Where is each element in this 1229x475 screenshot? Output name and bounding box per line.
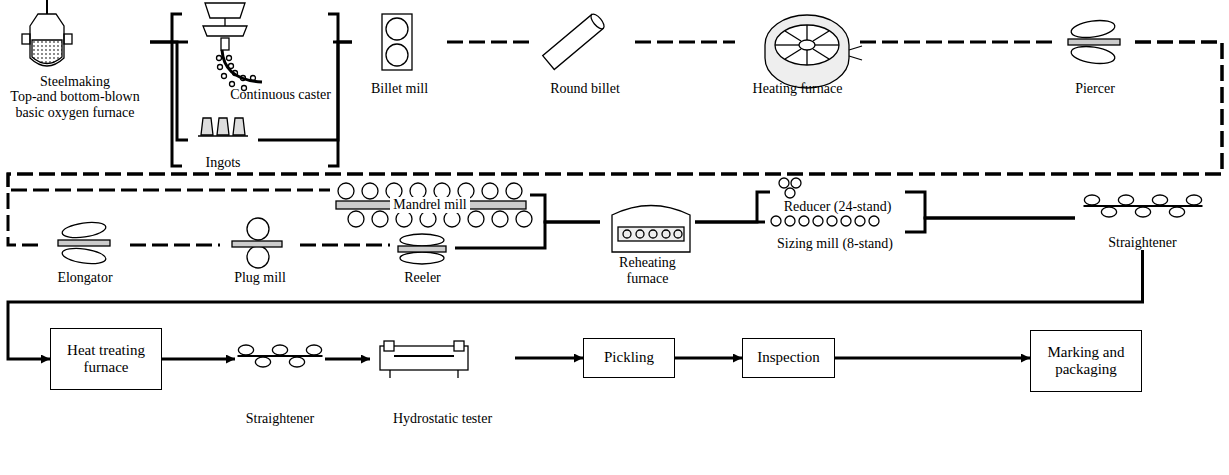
process-stage: Straightener xyxy=(1075,192,1210,250)
flow-line xyxy=(150,42,188,140)
process-stage: SteelmakingTop-and bottom-blown basic ox… xyxy=(0,2,150,120)
flow-line xyxy=(325,358,370,361)
straightener-rolls xyxy=(1084,195,1203,217)
stage-caption: Hydrostatic tester xyxy=(393,411,492,426)
stage-caption: Reeler xyxy=(404,270,441,285)
stage-caption: Round billet xyxy=(550,81,620,96)
process-box: Pickling xyxy=(583,338,675,378)
reeler-rolls xyxy=(398,234,446,264)
process-stage: Continuous caster xyxy=(188,0,333,102)
flow-line xyxy=(835,357,1030,360)
flow-line xyxy=(455,222,600,248)
process-stage: Sizing mill (8-stand) xyxy=(765,213,905,251)
flow-line xyxy=(905,218,1075,232)
flow-line xyxy=(860,41,1055,44)
flow-line xyxy=(905,192,1075,218)
stage-caption: Straightener xyxy=(1108,235,1176,250)
process-stage: Piercer xyxy=(1055,10,1135,96)
flow-line xyxy=(695,192,770,222)
billet-mill xyxy=(382,14,412,70)
process-stage: Hydrostatic tester xyxy=(370,330,515,426)
flow-line xyxy=(300,244,390,247)
flow-line xyxy=(8,250,1143,359)
process-stage: Plug mill xyxy=(220,215,300,285)
stage-caption: Reheating furnace xyxy=(602,255,693,286)
elongator-rolls xyxy=(58,220,110,266)
flow-line xyxy=(695,221,765,224)
process-stage: Reeler xyxy=(390,232,455,285)
flow-line xyxy=(635,41,735,44)
process-box: Inspection xyxy=(742,338,835,378)
piercer-rolls xyxy=(1068,18,1120,66)
process-stage: Reducer (24-stand) xyxy=(770,176,905,214)
stage-caption: Mandrel mill xyxy=(390,197,470,212)
flow-line xyxy=(8,42,1222,190)
flow-line xyxy=(447,41,535,44)
flow-line xyxy=(162,358,235,361)
flow-line xyxy=(8,42,1222,245)
straightener-rolls xyxy=(238,345,323,367)
reducer-rolls xyxy=(779,178,801,198)
process-stage: Elongator xyxy=(40,215,130,285)
process-stage: Billet mill xyxy=(352,10,447,96)
process-stage: Mandrel mill xyxy=(330,180,530,230)
process-box: Marking and packaging xyxy=(1030,330,1142,392)
process-stage: Straightener xyxy=(235,330,325,426)
stage-caption: Sizing mill (8-stand) xyxy=(777,236,893,251)
oxygen-furnace xyxy=(22,0,72,66)
stage-caption: Reducer (24-stand) xyxy=(784,199,892,214)
box-label: Marking and packaging xyxy=(1037,344,1135,379)
stage-caption: Heating furnace xyxy=(753,81,843,96)
box-label: Pickling xyxy=(604,349,654,366)
hydrostatic-tester xyxy=(380,341,468,378)
billet-illustration xyxy=(543,12,607,69)
reheating-furnace xyxy=(612,206,690,253)
stage-caption: Continuous caster xyxy=(230,87,331,102)
flow-line xyxy=(530,195,600,222)
flow-line xyxy=(675,357,742,360)
process-stage: Ingots xyxy=(188,112,258,170)
process-stage: Reheating furnace xyxy=(600,200,695,286)
process-box: Heat treating furnace xyxy=(50,328,162,390)
stage-caption: Elongator xyxy=(57,270,112,285)
ingot-moulds xyxy=(198,118,248,136)
sizing-mill-rolls xyxy=(771,216,879,226)
process-stage: Round billet xyxy=(535,10,635,96)
box-label: Heat treating furnace xyxy=(57,342,155,377)
flow-line xyxy=(130,244,220,247)
stage-caption: Billet mill xyxy=(371,81,428,96)
process-stage: Heating furnace xyxy=(735,2,860,96)
flow-line xyxy=(515,357,583,360)
stage-caption: Steelmaking xyxy=(40,74,110,89)
caster-illustration xyxy=(203,3,262,91)
plug-mill-rolls xyxy=(232,218,282,268)
stage-caption: Ingots xyxy=(206,155,241,170)
mandrel-mill-rolls xyxy=(336,183,532,227)
stage-caption: Straightener xyxy=(246,411,314,426)
stage-caption: Plug mill xyxy=(234,270,286,285)
box-label: Inspection xyxy=(757,349,819,366)
stage-caption: Piercer xyxy=(1075,81,1115,96)
rotary-furnace xyxy=(765,15,862,88)
stage-caption: Top-and bottom-blown basic oxygen furnac… xyxy=(2,89,148,120)
